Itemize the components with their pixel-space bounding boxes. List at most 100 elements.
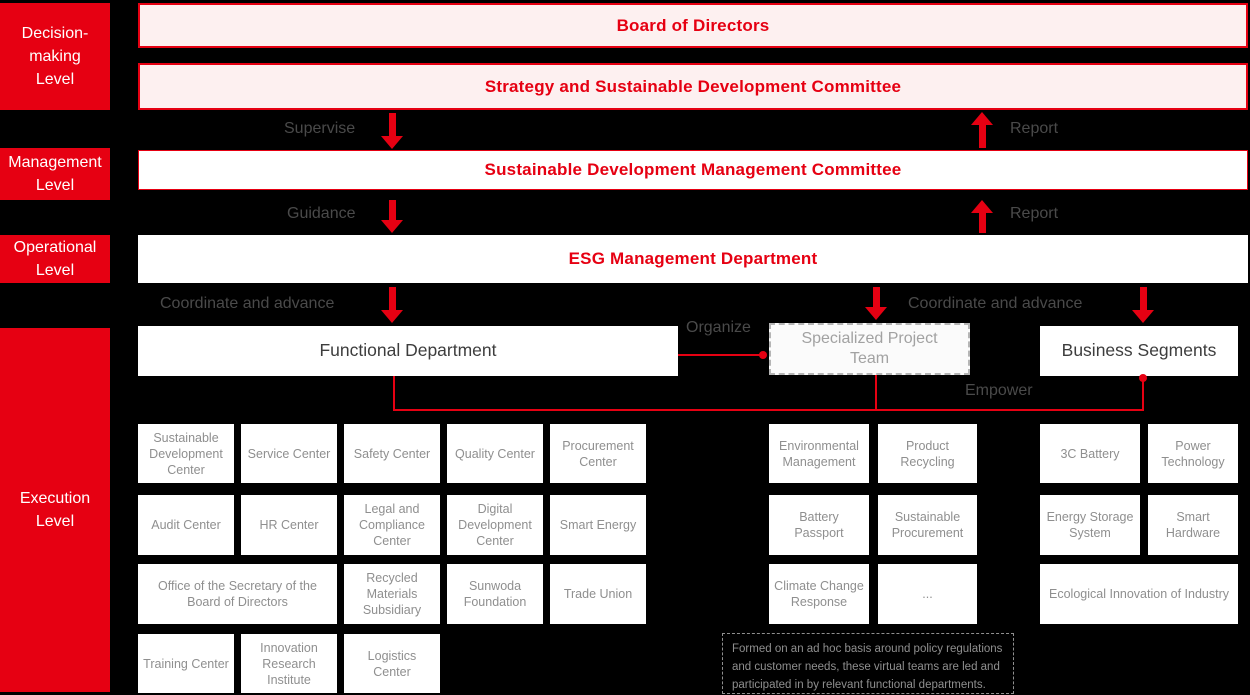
unit-label: Ecological Innovation of Industry: [1049, 587, 1229, 601]
unit-label: Sustainable Development Center: [149, 430, 223, 477]
unit-box: 3C Battery: [1040, 424, 1140, 483]
unit-box-ellipsis: ...: [878, 564, 977, 624]
unit-label: Trade Union: [563, 587, 633, 601]
unit-box: Smart Hardware: [1148, 495, 1238, 555]
connector-empower-vertical-right: [1142, 378, 1144, 411]
label-coordinate-left: Coordinate and advance: [160, 295, 335, 312]
node-label: Functional Department: [319, 340, 497, 361]
unit-box: Trade Union: [550, 564, 646, 624]
note-text: Formed on an ad hoc basis around policy …: [732, 643, 1003, 691]
label-empower: Empower: [965, 382, 1033, 399]
unit-box: Audit Center: [138, 495, 234, 555]
unit-box-wide: Ecological Innovation of Industry: [1040, 564, 1238, 624]
node-functional-department: Functional Department: [138, 326, 678, 376]
unit-box: Climate Change Response: [769, 564, 869, 624]
label-supervise: Supervise: [284, 120, 356, 137]
arrow-down-guidance-icon: [381, 200, 403, 233]
unit-label: Logistics Center: [367, 648, 417, 679]
unit-label: Audit Center: [151, 518, 221, 532]
unit-box: Quality Center: [447, 424, 543, 483]
unit-label: Battery Passport: [794, 510, 844, 540]
label-guidance: Guidance: [287, 205, 356, 222]
unit-box-wide: Office of the Secretary of the Board of …: [138, 564, 337, 624]
unit-label: Training Center: [143, 656, 229, 671]
node-business-segments: Business Segments: [1040, 326, 1238, 376]
unit-label: ...: [922, 587, 933, 601]
node-label: Specialized Project Team: [801, 330, 938, 367]
connector-empower-horizontal: [393, 409, 1144, 411]
unit-label: 3C Battery: [1060, 446, 1120, 461]
unit-label: Office of the Secretary of the Board of …: [158, 579, 317, 609]
unit-box: Service Center: [241, 424, 337, 483]
unit-label: Innovation Research Institute: [260, 640, 318, 687]
unit-box: Environmental Management: [769, 424, 869, 483]
arrow-up-report-icon: [971, 200, 993, 233]
unit-label: Procurement Center: [562, 438, 634, 469]
unit-label: Smart Energy: [559, 518, 637, 532]
node-label: Sustainable Development Management Commi…: [484, 160, 902, 179]
unit-box: Sunwoda Foundation: [447, 564, 543, 624]
connector-empower-vertical-left: [393, 376, 395, 411]
unit-label: Safety Center: [353, 446, 431, 461]
level-execution: Execution Level: [0, 328, 110, 692]
unit-label: Sustainable Procurement: [891, 510, 964, 540]
unit-label: Environmental Management: [779, 438, 859, 469]
connector-organize-dot: [759, 351, 767, 359]
unit-label: Sunwoda Foundation: [463, 579, 527, 609]
level-management: Management Level: [0, 148, 110, 200]
unit-box: HR Center: [241, 495, 337, 555]
unit-label: Energy Storage System: [1046, 510, 1134, 540]
unit-label: Product Recycling: [900, 438, 955, 469]
arrow-down-coordinate-icon: [381, 287, 403, 323]
node-label: Business Segments: [1061, 340, 1217, 361]
connector-organize-line: [678, 354, 764, 356]
node-management-committee: Sustainable Development Management Commi…: [138, 150, 1248, 190]
level-label: Management Level: [8, 153, 102, 194]
connector-empower-dot: [1139, 374, 1147, 382]
level-decision-making: Decision-making Level: [0, 3, 110, 110]
unit-box: Battery Passport: [769, 495, 869, 555]
unit-box: Logistics Center: [344, 634, 440, 693]
level-label: Decision-making Level: [21, 24, 89, 89]
label-organize: Organize: [686, 319, 751, 336]
unit-label: Digital Development Center: [458, 502, 532, 548]
level-label: Execution Level: [19, 489, 91, 530]
unit-box: Safety Center: [344, 424, 440, 483]
unit-box: Procurement Center: [550, 424, 646, 483]
unit-box: Smart Energy: [550, 495, 646, 555]
unit-box: Product Recycling: [878, 424, 977, 483]
unit-box: Energy Storage System: [1040, 495, 1140, 555]
unit-label: Quality Center: [455, 446, 535, 461]
unit-label: HR Center: [259, 518, 319, 532]
unit-box: Legal and Compliance Center: [344, 495, 440, 555]
node-label: Board of Directors: [616, 15, 770, 35]
unit-label: Service Center: [247, 446, 331, 461]
unit-label: Smart Hardware: [1165, 510, 1221, 540]
unit-label: Power Technology: [1161, 438, 1225, 469]
unit-box: Power Technology: [1148, 424, 1238, 483]
node-strategy-committee: Strategy and Sustainable Development Com…: [138, 63, 1248, 110]
unit-box: Digital Development Center: [447, 495, 543, 555]
level-operational: Operational Level: [0, 235, 110, 283]
node-board-of-directors: Board of Directors: [138, 3, 1248, 48]
arrow-down-coordinate-icon: [1132, 287, 1154, 323]
node-label: ESG Management Department: [568, 249, 818, 268]
arrow-down-supervise-icon: [381, 113, 403, 149]
unit-label: Climate Change Response: [774, 579, 864, 609]
label-report-top: Report: [1010, 120, 1059, 137]
label-coordinate-right: Coordinate and advance: [908, 295, 1083, 312]
connector-empower-vertical-middle: [875, 375, 877, 411]
unit-box: Recycled Materials Subsidiary: [344, 564, 440, 624]
level-label: Operational Level: [13, 238, 97, 279]
unit-box: Sustainable Development Center: [138, 424, 234, 483]
arrow-up-report-icon: [971, 112, 993, 148]
unit-box: Training Center: [138, 634, 234, 693]
node-esg-department: ESG Management Department: [138, 235, 1248, 283]
unit-box: Innovation Research Institute: [241, 634, 337, 693]
unit-box: Sustainable Procurement: [878, 495, 977, 555]
node-label: Strategy and Sustainable Development Com…: [484, 76, 902, 96]
label-report-bottom: Report: [1010, 205, 1059, 222]
arrow-down-coordinate-icon: [865, 287, 887, 320]
unit-label: Recycled Materials Subsidiary: [362, 571, 422, 617]
